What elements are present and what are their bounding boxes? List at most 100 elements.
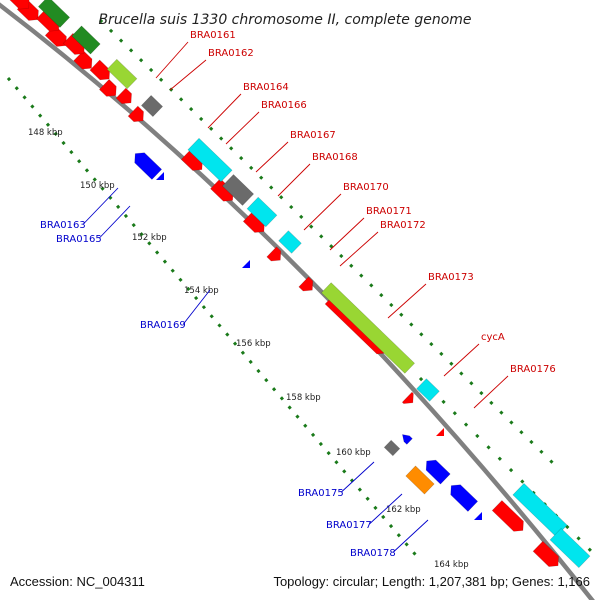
- forward-gene-label: BRA0168: [312, 152, 358, 163]
- forward-gene-feature: [491, 500, 524, 532]
- kbp-tick-label: 156 kbp: [236, 339, 271, 349]
- forward-gene-label: BRA0170: [343, 182, 389, 193]
- cds-cyan-feature-shape: [246, 196, 278, 228]
- cds-orange-feature-shape: [405, 465, 435, 495]
- cds-cyan-feature-shape: [416, 378, 440, 402]
- cds-cyan-feature: [416, 378, 440, 402]
- reverse-gene-leader: [369, 493, 403, 525]
- cds-lime-feature: [320, 282, 416, 374]
- reverse-gene-label: BRA0165: [56, 234, 102, 245]
- tick-layer: [6, 18, 600, 562]
- forward-gene-feature-shape: [491, 500, 524, 532]
- kbp-tick-label: 154 kbp: [184, 286, 219, 296]
- cds-darkgreen-feature: [71, 25, 101, 55]
- reverse-gene-label: BRA0163: [40, 220, 86, 231]
- inner-dotted-ring: [6, 77, 422, 561]
- forward-gene-feature: [115, 87, 132, 105]
- forward-gene-leader: [207, 93, 242, 129]
- forward-gene-feature: [89, 59, 111, 81]
- cds-darkgreen-feature: [37, 0, 71, 28]
- cds-cyan-feature: [278, 230, 302, 254]
- kbp-tick-label: 162 kbp: [386, 505, 421, 515]
- strand-marker: [156, 172, 164, 180]
- cds-lime-feature-shape: [320, 282, 416, 374]
- forward-gene-feature-shape: [115, 87, 132, 105]
- reverse-gene-label: BRA0175: [298, 488, 344, 499]
- forward-gene-label: BRA0173: [428, 272, 474, 283]
- reverse-gene-leader: [99, 205, 131, 239]
- forward-gene-feature: [73, 50, 93, 70]
- kbp-tick-label: 150 kbp: [80, 181, 115, 191]
- kbp-tick-label: 160 kbp: [336, 448, 371, 458]
- forward-gene-label: BRA0162: [208, 48, 254, 59]
- cds-cyan-feature-shape: [549, 527, 591, 569]
- reverse-gene-label: BRA0178: [350, 548, 396, 559]
- kbp-tick-label: 148 kbp: [28, 128, 63, 138]
- reverse-gene-feature: [450, 484, 479, 512]
- label-layer: 148 kbp 150 kbp 152 kbp 154 kbp 156 kbp 158 k…: [28, 30, 556, 570]
- cds-darkgreen-feature-shape: [71, 25, 101, 55]
- forward-gene-feature: [401, 391, 414, 404]
- forward-gene-feature-shape: [127, 105, 144, 123]
- cds-lime-feature: [106, 58, 138, 90]
- forward-gene-feature-shape: [532, 540, 559, 567]
- forward-gene-leader: [339, 231, 379, 267]
- forward-gene-label: BRA0176: [510, 364, 556, 375]
- forward-gene-label: BRA0167: [290, 130, 336, 141]
- forward-gene-feature-shape: [6, 0, 30, 10]
- forward-gene-feature-shape: [73, 50, 93, 70]
- cds-gray-feature: [140, 94, 164, 118]
- cds-gray-feature-shape: [221, 174, 255, 206]
- forward-gene-feature: [127, 105, 144, 123]
- forward-gene-leader: [255, 141, 289, 173]
- cds-darkgreen-feature-shape: [37, 0, 71, 28]
- cds-lime-feature-shape: [106, 58, 138, 90]
- forward-gene-feature: [298, 276, 314, 292]
- kbp-tick-label: 164 kbp: [434, 560, 469, 570]
- forward-gene-leader: [387, 283, 427, 319]
- forward-gene-feature: [266, 246, 282, 262]
- outer-dotted-ring-lower: [418, 376, 600, 562]
- forward-gene-label: BRA0172: [380, 220, 426, 231]
- forward-gene-leader: [225, 111, 260, 145]
- genome-summary-text: Topology: circular; Length: 1,207,381 bp…: [273, 574, 590, 589]
- forward-gene-feature-shape: [401, 391, 414, 404]
- reverse-gene-feature: [425, 459, 451, 485]
- reverse-gene-leader: [341, 461, 375, 493]
- strand-marker: [242, 260, 250, 268]
- strand-marker: [436, 428, 444, 436]
- strand-marker: [474, 512, 482, 520]
- reverse-gene-feature-shape: [450, 484, 479, 512]
- cds-gray-feature-shape: [383, 439, 401, 457]
- forward-gene-feature-shape: [266, 246, 282, 262]
- forward-gene-label: BRA0161: [190, 30, 236, 41]
- outer-dotted-ring: [98, 18, 562, 472]
- forward-gene-feature: [6, 0, 30, 10]
- reverse-gene-feature-shape: [402, 434, 413, 445]
- reverse-gene-label: BRA0169: [140, 320, 186, 331]
- kbp-tick-label: 158 kbp: [286, 393, 321, 403]
- cds-cyan-feature-shape: [187, 137, 233, 183]
- reverse-gene-leader: [393, 519, 429, 553]
- forward-gene-leader: [443, 343, 480, 377]
- forward-gene-leader: [473, 375, 509, 409]
- reverse-gene-feature: [402, 434, 413, 445]
- forward-gene-label: BRA0171: [366, 206, 412, 217]
- forward-gene-feature-shape: [298, 276, 314, 292]
- forward-gene-feature-shape: [98, 78, 117, 97]
- cds-orange-feature: [405, 465, 435, 495]
- forward-gene-label: BRA0164: [243, 82, 289, 93]
- cds-cyan-feature: [246, 196, 278, 228]
- forward-gene-label: cycA: [481, 332, 505, 343]
- cds-gray-feature: [383, 439, 401, 457]
- cds-gray-feature-shape: [140, 94, 164, 118]
- kbp-tick-label: 152 kbp: [132, 233, 167, 243]
- reverse-gene-feature-shape: [134, 152, 163, 180]
- feature-layer: [6, 0, 591, 569]
- map-title: Brucella suis 1330 chromosome II, comple…: [98, 12, 471, 28]
- forward-gene-leader: [277, 163, 311, 197]
